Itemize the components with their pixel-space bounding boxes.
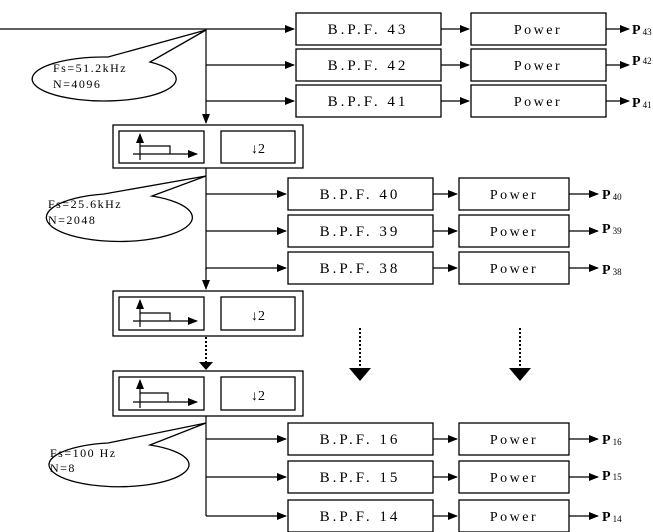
power-label: Power [514,59,562,74]
callout-stage-1: Fs=51.2kHz N=4096 [31,29,207,102]
downsample-box [220,376,296,411]
down-arrow-icon [509,368,531,381]
decimator-3: ↓2 [112,370,304,516]
bpf-box [287,214,434,248]
power-label: Power [490,510,538,525]
lowpass-filter-icon [118,296,205,331]
power-box [470,84,607,118]
decimator-2: ↓2 [112,290,304,337]
bpf-label: B.P.F. 38 [320,261,401,277]
downsample-box [220,296,296,331]
power-label: Power [490,225,538,240]
sample-count-label: N=4096 [53,77,101,91]
bpf-label: B.P.F. 43 [328,22,409,38]
power-label: Power [490,188,538,203]
sample-rate-label: Fs=51.2kHz [53,61,127,75]
downsample-label: ↓2 [251,142,265,157]
lowpass-filter-icon [118,130,205,164]
sample-rate-label: Fs=100 Hz [50,446,117,460]
speech-balloon [48,422,207,488]
sample-count-label: N=8 [50,461,76,475]
bpf-box [295,12,442,46]
power-label: Power [490,433,538,448]
power-label: Power [490,471,538,486]
power-box [458,214,570,248]
power-box [458,177,570,211]
bpf-label: B.P.F. 40 [320,187,401,203]
bpf-label: B.P.F. 41 [328,94,409,110]
power-box [470,12,607,46]
sample-rate-label: Fs=25.6kHz [48,197,122,211]
decimator-1: ↓2 [112,124,304,270]
bpf-box [287,460,434,494]
bpf-label: B.P.F. 39 [320,224,401,240]
downsample-box [220,130,296,164]
callout-stage-2: Fs=25.6kHz N=2048 [45,175,207,243]
down-arrow-icon [349,368,371,381]
lowpass-filter-icon [118,376,205,411]
bpf-box [287,499,434,532]
sample-count-label: N=2048 [48,213,96,227]
power-label: Power [514,95,562,110]
power-label: Power [490,262,538,277]
down-arrow-icon [199,362,213,370]
downsample-label: ↓2 [251,309,265,324]
power-box [458,251,570,285]
bpf-box [287,177,434,211]
power-box [470,48,607,82]
power-label: Power [514,23,562,38]
continuation-ellipsis [199,328,531,381]
bpf-label: B.P.F. 42 [328,58,409,74]
bpf-box [287,251,434,285]
downsample-label: ↓2 [251,389,265,404]
speech-balloon [45,175,207,243]
speech-balloon [31,29,207,102]
callout-stage-3: Fs=100 Hz N=8 [48,422,207,488]
bpf-label: B.P.F. 16 [320,432,401,448]
bpf-label: B.P.F. 14 [320,509,401,525]
power-box [458,422,570,456]
bpf-label: B.P.F. 15 [320,470,401,486]
